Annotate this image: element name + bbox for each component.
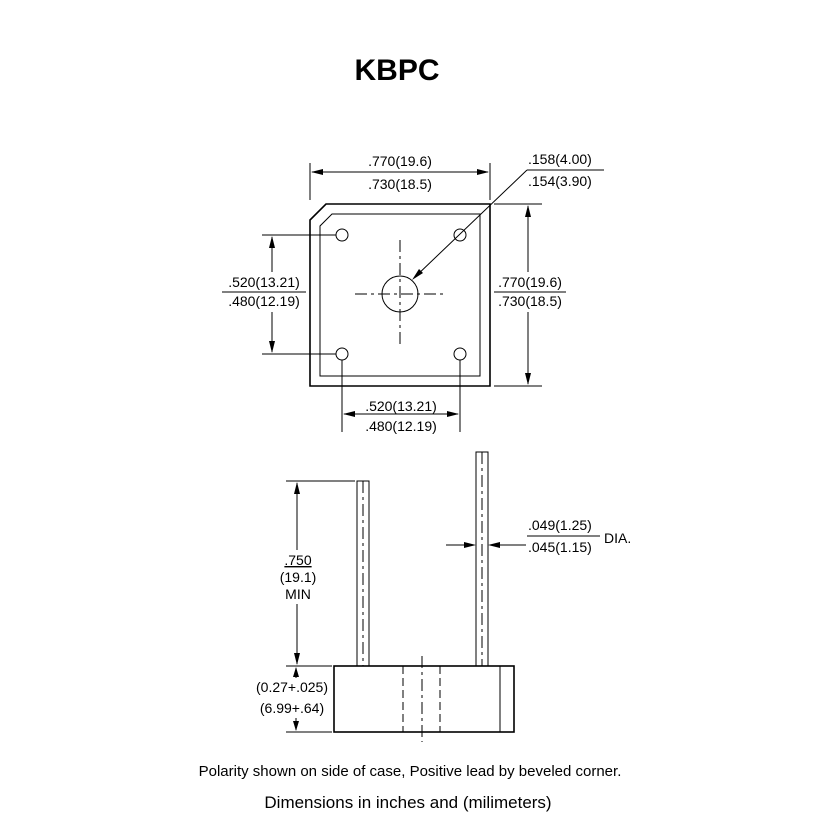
side-view: .750 (19.1) MIN .049(1.25) .045(1.15) DI… bbox=[254, 451, 631, 742]
case-body-side bbox=[333, 665, 515, 733]
arrowhead bbox=[525, 205, 531, 217]
case-inner-outline bbox=[319, 213, 481, 377]
lead-dia-note-label: DIA. bbox=[604, 530, 631, 546]
lead-spacing-v-upper-label: .520(13.21) bbox=[228, 274, 300, 290]
hole-leader-line bbox=[413, 169, 528, 279]
lead-hole-2 bbox=[453, 228, 467, 242]
arrowhead bbox=[294, 653, 300, 665]
polarity-note: Polarity shown on side of case, Positive… bbox=[199, 763, 622, 780]
arrowhead bbox=[525, 373, 531, 385]
arrowhead bbox=[464, 542, 476, 548]
arrowhead bbox=[311, 169, 323, 175]
lead-length-note-label: MIN bbox=[285, 586, 311, 602]
height-upper-label: .770(19.6) bbox=[498, 274, 562, 290]
hole-upper-label: .158(4.00) bbox=[528, 151, 592, 167]
arrowhead bbox=[293, 667, 299, 677]
hole-lower-label: .154(3.90) bbox=[528, 173, 592, 189]
lead-length-lower-label: (19.1) bbox=[280, 569, 317, 585]
lead-spacing-v-lower-label: .480(12.19) bbox=[228, 293, 300, 309]
lead-dia-lower-label: .045(1.15) bbox=[528, 539, 592, 555]
width-lower-label: .730(18.5) bbox=[368, 176, 432, 192]
drawing-title: KBPC bbox=[354, 54, 439, 87]
label-bg bbox=[254, 678, 330, 718]
arrowhead bbox=[343, 411, 355, 417]
height-lower-label: .730(18.5) bbox=[498, 293, 562, 309]
body-height-lower-label: (6.99+.64) bbox=[260, 700, 324, 716]
arrowhead bbox=[447, 411, 459, 417]
lead-dia-upper-label: .049(1.25) bbox=[528, 517, 592, 533]
lead-hole-3 bbox=[335, 347, 349, 361]
lead-spacing-h-upper-label: .520(13.21) bbox=[365, 398, 437, 414]
lead-length-upper-label: .750 bbox=[284, 552, 311, 568]
top-view: .770(19.6) .730(18.5) .158(4.00) .154(3.… bbox=[220, 151, 604, 434]
arrowhead bbox=[488, 542, 500, 548]
body-height-upper-label: (0.27+.025) bbox=[256, 679, 328, 695]
arrowhead bbox=[477, 169, 489, 175]
arrowhead bbox=[412, 269, 423, 280]
lead-hole-1 bbox=[335, 228, 349, 242]
units-note: Dimensions in inches and (milimeters) bbox=[264, 793, 551, 812]
arrowhead bbox=[269, 341, 275, 353]
lead-hole-4 bbox=[453, 347, 467, 361]
lead-spacing-h-lower-label: .480(12.19) bbox=[365, 418, 437, 434]
arrowhead bbox=[293, 721, 299, 731]
arrowhead bbox=[269, 236, 275, 248]
width-upper-label: .770(19.6) bbox=[368, 153, 432, 169]
arrowhead bbox=[294, 482, 300, 494]
case-outline bbox=[309, 203, 491, 387]
label-bg bbox=[268, 550, 326, 604]
